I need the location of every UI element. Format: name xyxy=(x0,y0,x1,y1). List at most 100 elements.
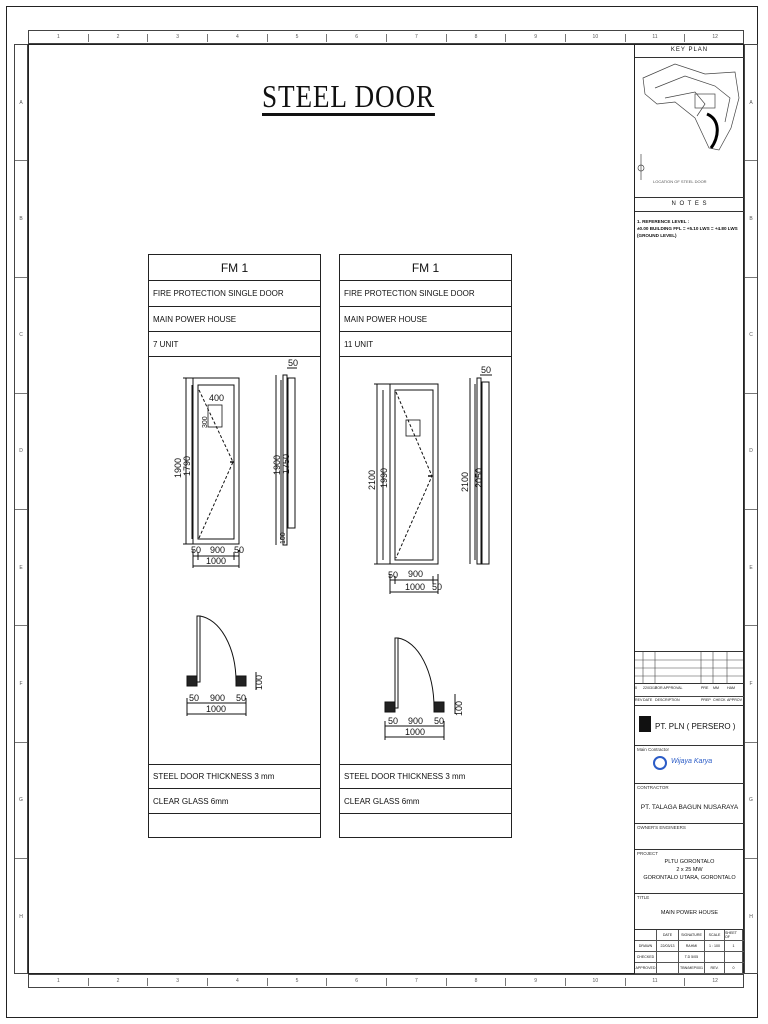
signature-cell: DRAWN xyxy=(635,941,657,951)
column-marker: 12 xyxy=(712,978,718,984)
column-marker: 1 xyxy=(29,34,89,42)
title-info-block: TITLE MAIN POWER HOUSE xyxy=(635,894,744,930)
panel-drawing-area xyxy=(340,357,511,765)
plan-dim-leaf: 900 xyxy=(408,716,423,726)
dim-frame-left: 50 xyxy=(191,545,201,555)
column-marker: 6 xyxy=(327,34,387,42)
rev-number: 0 xyxy=(635,686,637,690)
signature-cell: APPROVED xyxy=(635,963,657,973)
owners-engineer-label: OWNER'S ENGINEERS xyxy=(637,825,686,830)
door-schedule-panel-2: FM 1 FIRE PROTECTION SINGLE DOOR MAIN PO… xyxy=(339,254,512,838)
signature-cell xyxy=(635,930,657,940)
notes-header: N O T E S xyxy=(635,198,744,212)
column-marker: 10 xyxy=(566,34,626,42)
plan-dim-total: 1000 xyxy=(405,727,425,737)
dim-side-height: 1900 xyxy=(272,455,282,475)
row-marker: B xyxy=(745,161,757,278)
project-line-3: GORONTALO UTARA, GORONTALO xyxy=(643,875,736,881)
plan-dim-wall: 100 xyxy=(454,701,464,716)
dim-total-height: 1900 xyxy=(173,458,183,478)
owners-engineer-block: OWNER'S ENGINEERS xyxy=(635,824,744,850)
dim-leaf-height: 1990 xyxy=(379,468,389,488)
main-contractor-block: Main Contractor Wijaya Karya xyxy=(635,746,744,784)
notes-area: 1. REFERENCE LEVEL : ±0.00 BUILDING FFL … xyxy=(635,212,744,652)
row-marker: G xyxy=(15,743,27,859)
signature-cell: 0 xyxy=(725,963,743,973)
sheet-inner-frame xyxy=(28,44,744,974)
dim-frame-right: 50 xyxy=(234,545,244,555)
dim-side-height: 2100 xyxy=(460,472,470,492)
panel-spec-thickness: STEEL DOOR THICKNESS 3 mm xyxy=(340,765,511,789)
row-marker: A xyxy=(15,45,27,162)
column-marker: 8 xyxy=(447,34,507,42)
row-marker: B xyxy=(15,161,27,278)
column-marker: 1 xyxy=(29,978,89,986)
dim-leaf-width: 900 xyxy=(210,545,225,555)
column-marker: 5 xyxy=(268,34,328,42)
panel-quantity: 7 UNIT xyxy=(149,332,320,357)
door-2-side-section xyxy=(469,374,492,565)
row-marker: C xyxy=(15,278,27,394)
dim-leaf-height: 1790 xyxy=(182,456,192,476)
rev-header-prep: PREP xyxy=(701,698,711,702)
signature-cell: REV. xyxy=(705,963,725,973)
rev-prepared: PRE xyxy=(701,686,709,690)
door-2-front-elevation xyxy=(374,383,439,594)
key-plan-header: KEY PLAN xyxy=(635,44,744,58)
panel-spec-thickness: STEEL DOOR THICKNESS 3 mm xyxy=(149,765,320,789)
dim-glass-width: 400 xyxy=(209,393,224,403)
door-1-front-elevation xyxy=(183,377,240,568)
rev-checked: MM xyxy=(713,686,719,690)
panel-code: FM 1 xyxy=(149,255,320,281)
column-marker: 11 xyxy=(626,34,686,42)
signature-cell: DATE xyxy=(657,930,679,940)
column-marker: 2 xyxy=(89,978,149,986)
signature-cell xyxy=(725,952,743,962)
title-label: TITLE xyxy=(637,895,650,900)
revision-empty-rows xyxy=(635,652,744,684)
door-1-plan-view xyxy=(186,615,257,716)
column-marker: 9 xyxy=(506,34,566,42)
column-marker: 12 xyxy=(712,34,718,40)
signature-cell: SHEET OF xyxy=(725,930,743,940)
panel-quantity: 11 UNIT xyxy=(340,332,511,357)
revision-table: 0 22/03/13 FOR APPROVAL PRE MM HAM REV D… xyxy=(635,684,744,706)
dim-side-frame: 50 xyxy=(288,358,298,368)
row-marker: D xyxy=(15,394,27,510)
project-label: PROJECT xyxy=(637,851,659,856)
rev-description: FOR APPROVAL xyxy=(655,686,683,690)
dim-total-width: 1000 xyxy=(206,556,226,566)
contractor-name: PT. TALAGA BAGUN NUSARAYA xyxy=(640,804,739,811)
signature-cell: 1 xyxy=(725,941,743,951)
column-marker: 4 xyxy=(208,978,268,986)
contractor-label: CONTRACTOR xyxy=(637,785,669,790)
signature-cell: 1 : 100 xyxy=(705,941,725,951)
door-2-plan-view xyxy=(384,637,456,740)
plan-dim-leaf: 900 xyxy=(210,693,225,703)
dim-total-width: 1000 xyxy=(405,582,425,592)
dim-frame-right: 50 xyxy=(432,582,442,592)
column-marker: 8 xyxy=(447,978,507,986)
note-line-2: ±0.00 BUILDING FFL = +5.10 LWS = +4.80 L… xyxy=(637,226,738,231)
rev-header-approv: APPROV xyxy=(727,698,742,702)
column-marker: 11 xyxy=(626,978,686,986)
row-marker: F xyxy=(745,626,757,743)
key-plan-map: LOCATION OF STEEL DOOR xyxy=(637,63,740,184)
column-marker: 3 xyxy=(148,34,208,42)
door-schedule-panel-1: FM 1 FIRE PROTECTION SINGLE DOOR MAIN PO… xyxy=(148,254,321,838)
note-line-3: (GROUND LEVEL) xyxy=(637,233,677,238)
panel-description: FIRE PROTECTION SINGLE DOOR xyxy=(149,281,320,307)
plan-dim-frame-right: 50 xyxy=(434,716,444,726)
column-marker: 3 xyxy=(148,978,208,986)
signature-cell: SCALE xyxy=(705,930,725,940)
row-marker: D xyxy=(745,394,757,510)
panel-spec-glass: CLEAR GLASS 6mm xyxy=(149,789,320,814)
column-marker: 7 xyxy=(387,34,447,42)
project-block: PROJECT PLTU GORONTALO 2 x 25 MW GORONTA… xyxy=(635,850,744,894)
